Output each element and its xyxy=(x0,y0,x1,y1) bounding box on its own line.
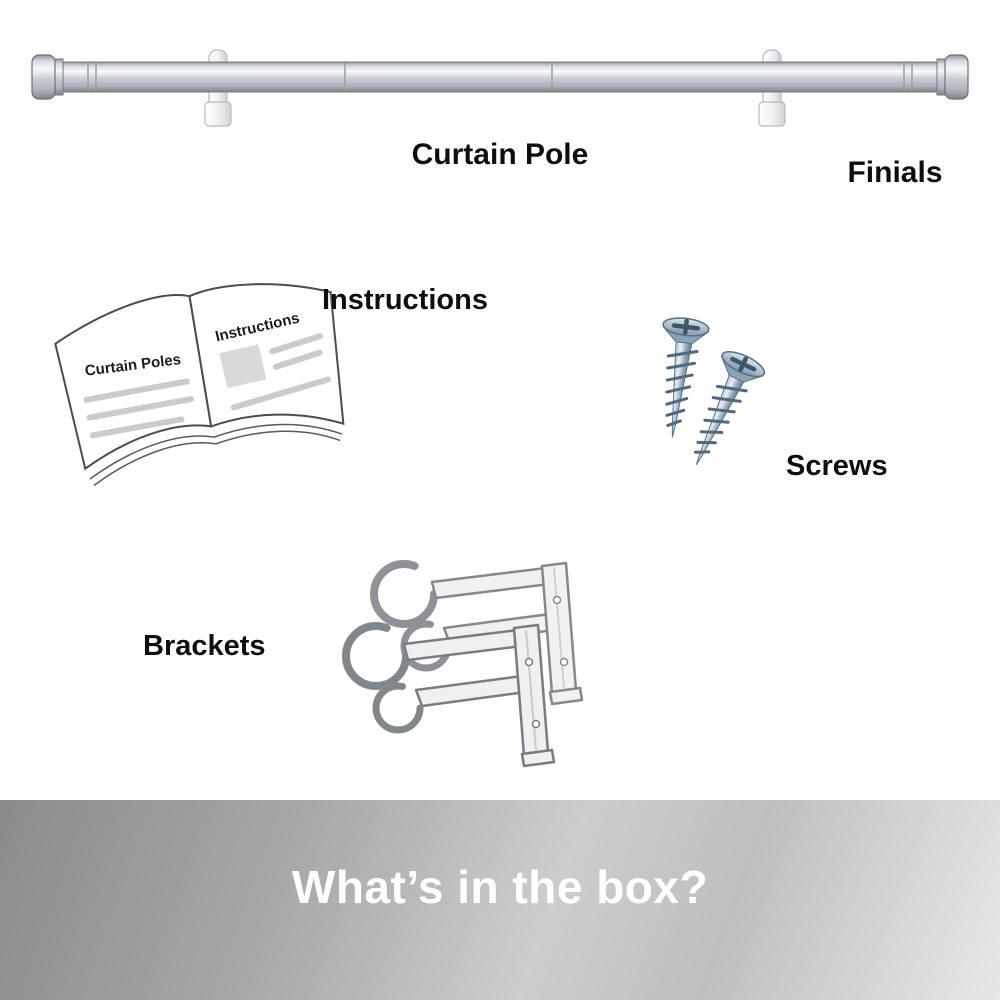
bracket-front xyxy=(346,625,554,766)
screw-left xyxy=(650,316,710,440)
booklet-image-placeholder xyxy=(219,344,267,389)
finial-left xyxy=(31,54,64,100)
instructions-booklet-illustration: Curtain Poles Instructions xyxy=(54,283,345,487)
finial-right xyxy=(936,54,969,100)
brackets-illustration xyxy=(300,538,600,773)
finials-label: Finials xyxy=(847,156,943,189)
screw-right xyxy=(675,347,767,475)
booklet-left-page xyxy=(54,294,213,471)
brackets-label: Brackets xyxy=(143,630,266,662)
banner: What’s in the box? xyxy=(0,800,1000,1000)
booklet-right-page-content: Instructions xyxy=(214,310,332,411)
curtain-pole-label: Curtain Pole xyxy=(411,138,589,171)
booklet-page-stack xyxy=(89,423,343,487)
curtain-pole-illustration xyxy=(31,49,969,127)
pole-rod xyxy=(51,61,949,93)
booklet-right-page xyxy=(188,283,345,428)
screws-illustration xyxy=(645,298,805,483)
banner-title: What’s in the box? xyxy=(291,861,709,913)
pole-seams xyxy=(87,63,913,91)
screws-label: Screws xyxy=(786,450,888,482)
instructions-label: Instructions xyxy=(322,284,488,316)
